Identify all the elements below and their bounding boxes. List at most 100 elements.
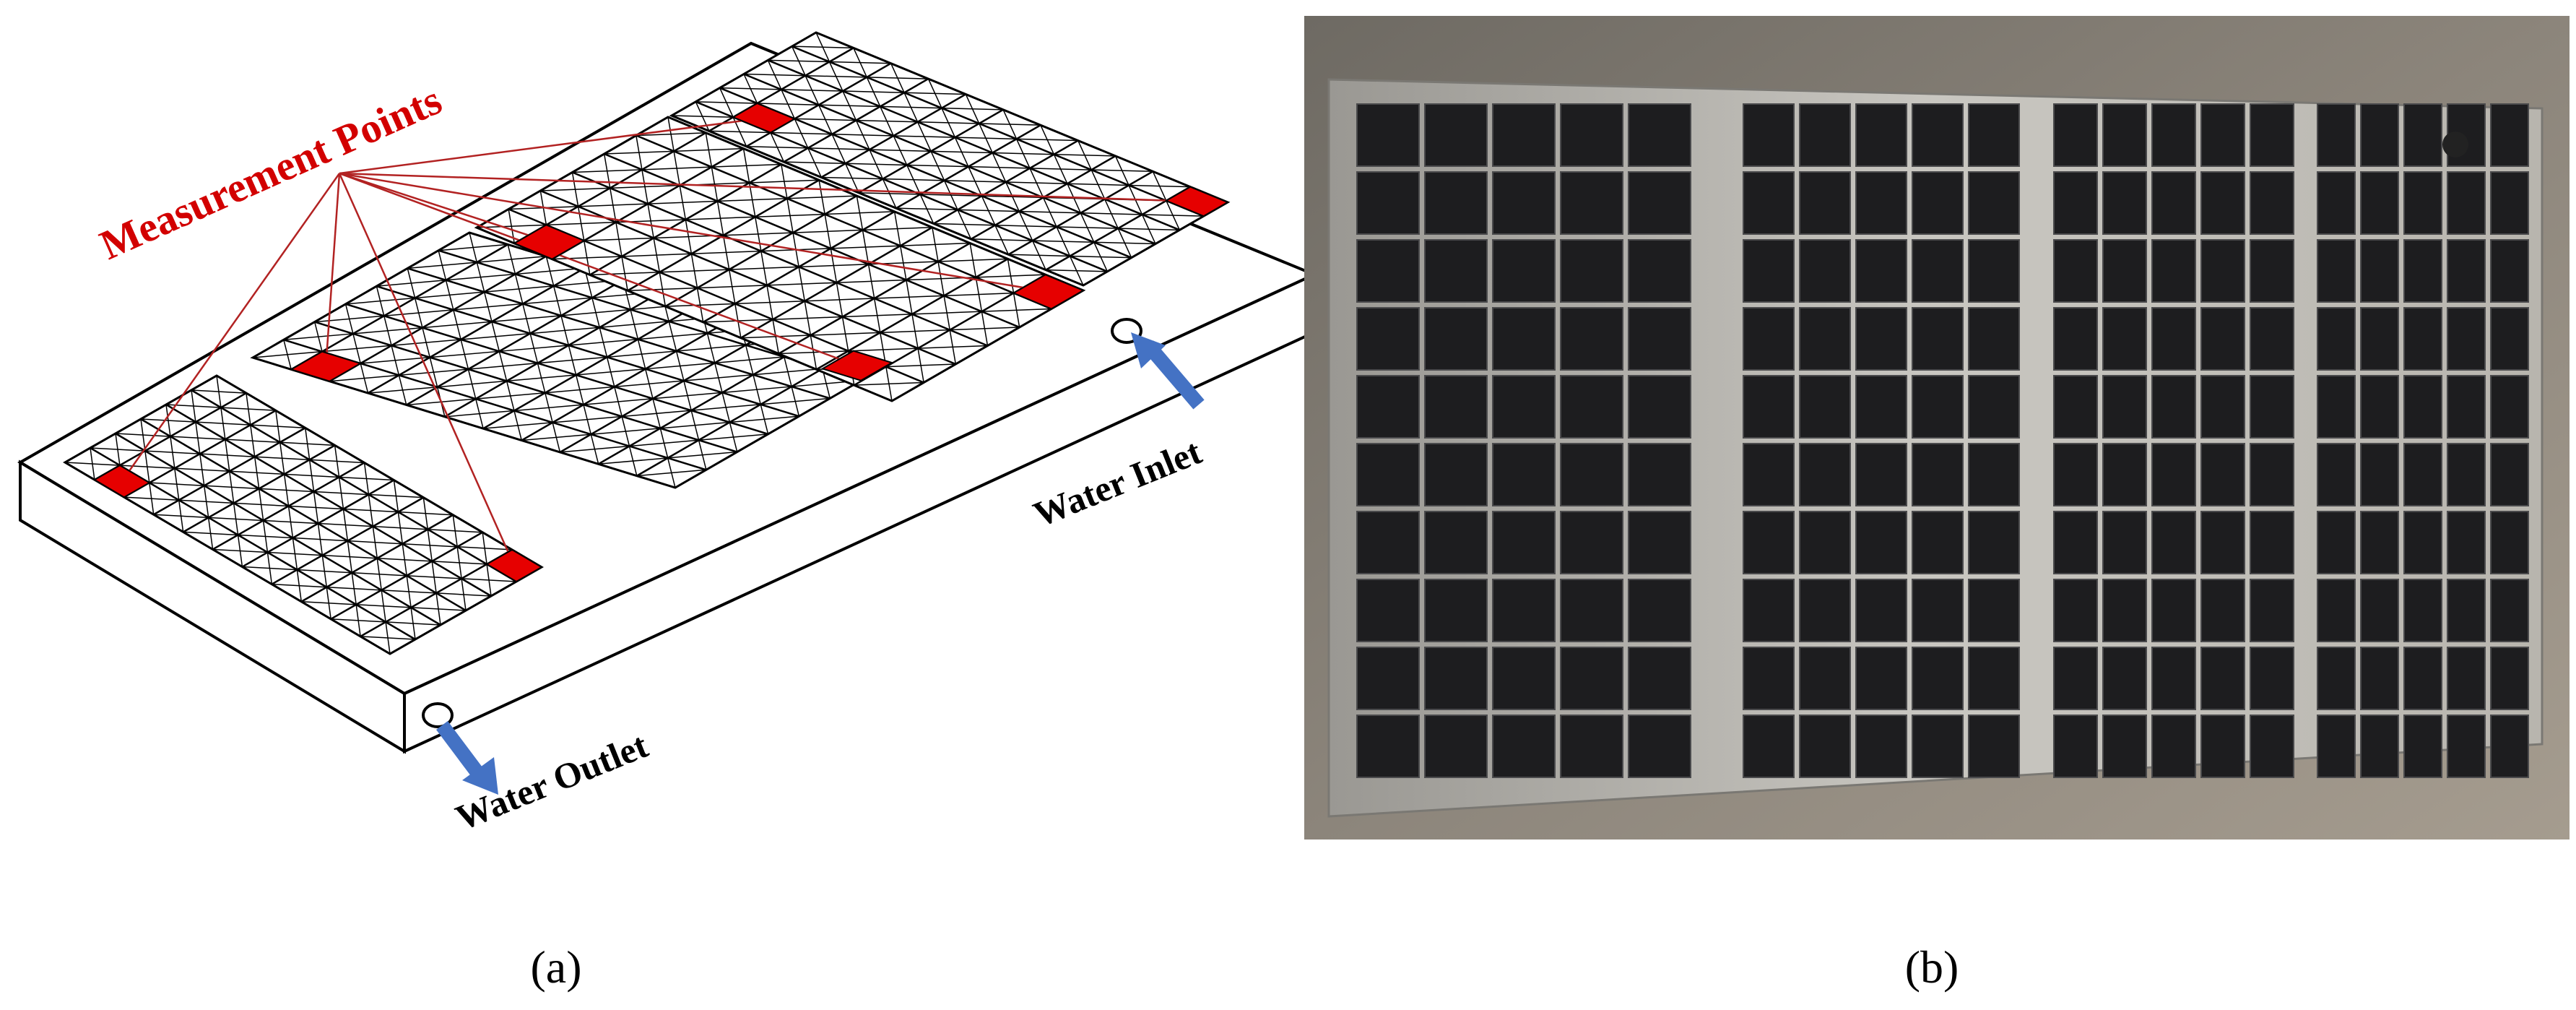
grid-line bbox=[376, 285, 799, 418]
photo-cell bbox=[1356, 375, 1420, 439]
cell-diagonal bbox=[981, 311, 989, 346]
photo-cell bbox=[1356, 171, 1420, 235]
leader-line bbox=[339, 172, 1049, 293]
photo-cell-array bbox=[1356, 103, 2529, 778]
cell-diagonal bbox=[1056, 226, 1071, 256]
photo-cell bbox=[2360, 511, 2399, 574]
cell-diagonal bbox=[246, 392, 251, 426]
measurement-point bbox=[1012, 274, 1085, 310]
cell-diagonal bbox=[743, 74, 758, 104]
photo-cell bbox=[1912, 715, 1964, 778]
photo-cell bbox=[2403, 511, 2442, 574]
cell-diagonal bbox=[1104, 199, 1119, 229]
photo-cell bbox=[2490, 239, 2529, 303]
cell-diagonal bbox=[397, 512, 404, 544]
cell-diagonal bbox=[937, 261, 945, 296]
cell-diagonal bbox=[498, 351, 508, 381]
photo-cell bbox=[2200, 647, 2245, 710]
cell-diagonal bbox=[668, 321, 677, 352]
photo-cell bbox=[1912, 443, 1964, 506]
photo-cell bbox=[1560, 579, 1623, 642]
cell-diagonal bbox=[949, 329, 957, 365]
cell-diagonal bbox=[1141, 214, 1156, 244]
photo-cell bbox=[1968, 443, 2020, 506]
cell-diagonal bbox=[383, 316, 392, 346]
grid-line bbox=[314, 321, 738, 453]
photo-cell bbox=[2317, 511, 2356, 574]
cell-grid-2 bbox=[250, 231, 895, 489]
photo-cell bbox=[1912, 511, 1964, 574]
cell-diagonal bbox=[506, 381, 515, 411]
cell-diagonal bbox=[760, 404, 769, 435]
cell-diagonal bbox=[461, 578, 467, 611]
photo-cell bbox=[1912, 171, 1964, 235]
photo-cell bbox=[1424, 443, 1488, 506]
cell-diagonal bbox=[456, 546, 462, 579]
cell-diagonal bbox=[885, 366, 893, 402]
cell-diagonal bbox=[275, 410, 281, 443]
cell-diagonal bbox=[216, 375, 222, 408]
grid-line bbox=[521, 314, 739, 441]
cell-diagonal bbox=[195, 421, 201, 454]
cell-diagonal bbox=[890, 63, 905, 93]
cell-diagonal bbox=[844, 163, 859, 194]
water-outlet-port bbox=[422, 702, 454, 728]
measurement-point bbox=[289, 350, 363, 382]
cell-diagonal bbox=[460, 339, 469, 370]
photo-cell bbox=[1492, 647, 1556, 710]
cell-diagonal bbox=[807, 147, 822, 178]
measurement-point bbox=[1164, 186, 1230, 217]
outlet-arrow-icon bbox=[436, 721, 498, 795]
photo-cell bbox=[1628, 171, 1691, 235]
photo-cell bbox=[2151, 579, 2196, 642]
photo-cell bbox=[2200, 443, 2245, 506]
grid-line bbox=[345, 303, 768, 436]
photo-cell bbox=[1628, 103, 1691, 167]
cell-diagonal bbox=[1007, 259, 1015, 293]
cell-diagonal bbox=[372, 526, 378, 558]
photo-cell bbox=[1855, 171, 1907, 235]
cell-diagonal bbox=[866, 77, 881, 107]
photo-cell bbox=[1799, 307, 1851, 371]
photo-cell bbox=[1855, 307, 1907, 371]
photo-cell bbox=[1492, 511, 1556, 574]
grid-line bbox=[636, 350, 854, 477]
photo-cell bbox=[1968, 239, 2020, 303]
cell-diagonal bbox=[842, 90, 857, 121]
cell-diagonal bbox=[721, 392, 731, 423]
photo-cell bbox=[2490, 715, 2529, 778]
cell-diagonal bbox=[410, 607, 416, 640]
grid-line bbox=[407, 267, 831, 400]
cell-diagonal bbox=[900, 246, 907, 280]
panel-a-label: (a) bbox=[530, 941, 581, 993]
cell-diagonal bbox=[545, 256, 555, 286]
cell-diagonal bbox=[869, 149, 884, 179]
cell-diagonal bbox=[767, 60, 782, 90]
cell-diagonal bbox=[641, 169, 649, 204]
photo-cell bbox=[1492, 239, 1556, 303]
cell-diagonal bbox=[590, 434, 599, 465]
measurement-leader-lines bbox=[121, 117, 1197, 566]
cell-diagonal bbox=[292, 538, 298, 570]
cell-diagonal bbox=[818, 180, 825, 215]
cell-diagonal bbox=[696, 288, 704, 323]
photo-cell bbox=[1799, 239, 1851, 303]
cell-diagonal bbox=[1166, 200, 1181, 230]
cell-diagonal bbox=[903, 92, 919, 123]
cell-diagonal bbox=[810, 334, 818, 370]
cell-diagonal bbox=[283, 340, 292, 370]
photo-cell bbox=[1968, 715, 2020, 778]
photo-cell bbox=[2490, 103, 2529, 167]
photo-cell bbox=[2200, 715, 2245, 778]
leader-line bbox=[339, 117, 764, 175]
photo-cell bbox=[1356, 647, 1420, 710]
photo-cell bbox=[1628, 715, 1691, 778]
cell-diagonal bbox=[815, 32, 831, 62]
photo-cell bbox=[2360, 375, 2399, 439]
cell-diagonal bbox=[203, 485, 209, 518]
cell-diagonal bbox=[836, 282, 844, 317]
cell-diagonal bbox=[1012, 293, 1020, 328]
cell-diagonal bbox=[599, 327, 608, 358]
grid-line bbox=[572, 171, 988, 347]
photo-cell bbox=[2317, 103, 2356, 167]
